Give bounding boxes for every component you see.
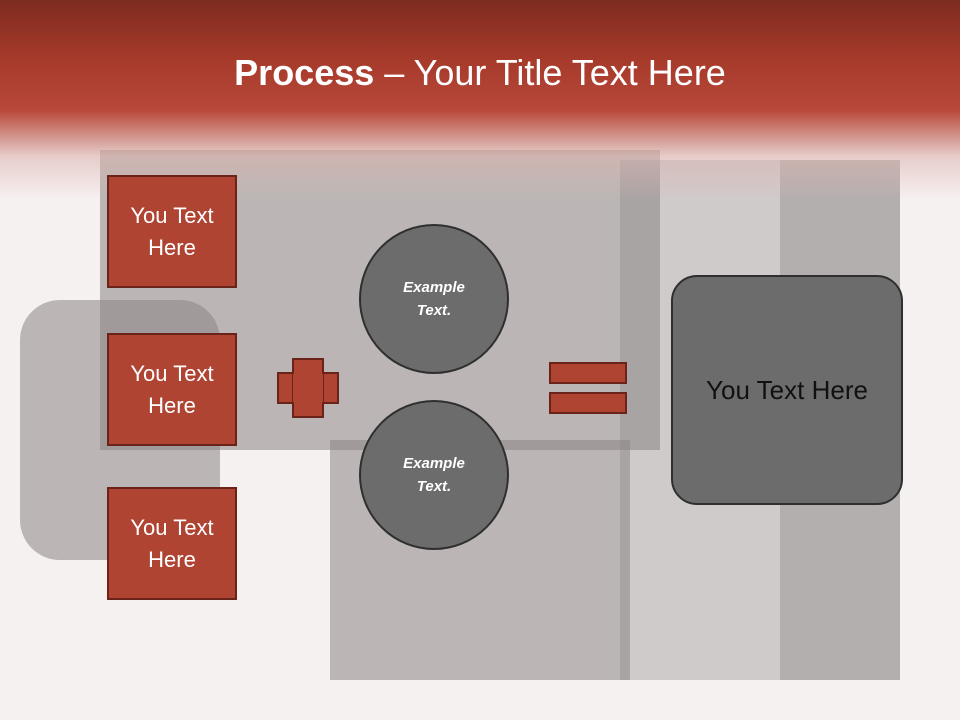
left-text-box-3[interactable]: You Text Here (107, 487, 237, 600)
example-circle-2[interactable]: Example Text. (359, 400, 509, 550)
example-circle-label: Example Text. (403, 279, 465, 319)
slide-title: Process – Your Title Text Here (0, 52, 960, 94)
title-bold-part: Process (234, 52, 375, 93)
example-circle-1[interactable]: Example Text. (359, 224, 509, 374)
left-text-box-2[interactable]: You Text Here (107, 333, 237, 446)
result-label: You Text Here (706, 374, 868, 405)
result-box[interactable]: You Text Here (671, 275, 903, 505)
example-circle-label: Example Text. (403, 455, 465, 495)
left-text-box-label: You Text Here (130, 514, 214, 572)
title-banner (0, 0, 960, 200)
left-text-box-label: You Text Here (130, 360, 214, 418)
left-text-box-1[interactable]: You Text Here (107, 175, 237, 288)
left-text-box-label: You Text Here (130, 202, 214, 260)
title-rest-part: – Your Title Text Here (374, 52, 726, 93)
